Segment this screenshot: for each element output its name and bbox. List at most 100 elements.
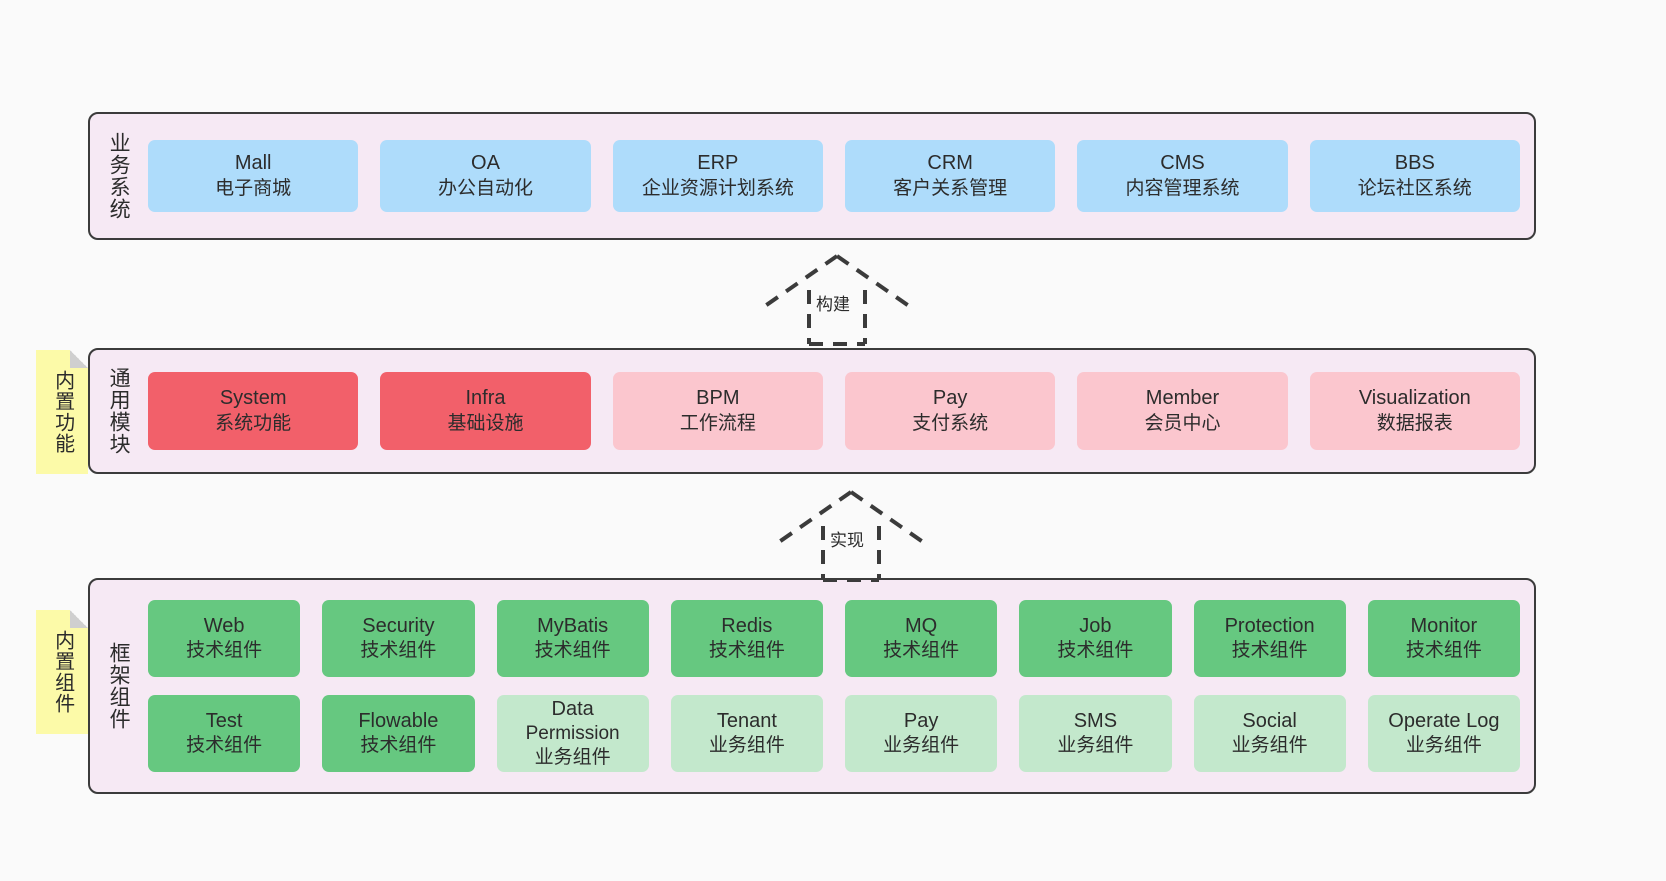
card-subtitle: 技术组件 [360,735,437,757]
card-subtitle: 业务组件 [883,735,960,757]
card-subtitle: 技术组件 [1057,640,1134,662]
card-system[interactable]: System 系统功能 [148,372,359,450]
card-monitor[interactable]: Monitor 技术组件 [1367,600,1520,677]
card-title: ERP [697,152,739,175]
card-subtitle: 支付系统 [912,412,989,434]
implement-arrow-icon [777,490,925,582]
card-title: Pay [903,709,939,732]
card-erp[interactable]: ERP 企业资源计划系统 [612,140,823,212]
modules-card-row: System 系统功能 Infra 基础设施 BPM 工作流程 Pay 支付系统… [148,372,1520,450]
card-subtitle: 业务组件 [534,747,611,769]
framework-card-row-tech: Web 技术组件 Security 技术组件 MyBatis 技术组件 Redi… [148,600,1520,677]
layer-common-modules: 通用模块 System 系统功能 Infra 基础设施 BPM 工作流程 Pay… [88,348,1536,474]
card-subtitle: 技术组件 [1405,640,1482,662]
card-subtitle: 技术组件 [708,640,785,662]
generalization-arrow-implement: 实现 [766,488,936,584]
card-bpm[interactable]: BPM 工作流程 [612,372,823,450]
card-flowable[interactable]: Flowable 技术组件 [322,695,475,772]
card-title: Social [1242,709,1297,732]
build-arrow-icon [763,254,911,346]
card-subtitle: 工作流程 [679,412,756,434]
card-job[interactable]: Job 技术组件 [1019,600,1172,677]
card-title: Flowable [358,709,439,732]
layer-title-framework: 框架组件 [107,642,131,730]
card-mybatis[interactable]: MyBatis 技术组件 [496,600,649,677]
card-title: MyBatis [537,614,609,637]
card-subtitle: 数据报表 [1376,412,1453,434]
card-bbs[interactable]: BBS 论坛社区系统 [1309,140,1520,212]
card-title: CMS [1160,152,1205,175]
layer-body-modules: System 系统功能 Infra 基础设施 BPM 工作流程 Pay 支付系统… [146,350,1534,472]
card-cms[interactable]: CMS 内容管理系统 [1077,140,1288,212]
layer-framework-components: 框架组件 Web 技术组件 Security 技术组件 MyBatis 技术组件… [88,578,1536,794]
card-redis[interactable]: Redis 技术组件 [670,600,823,677]
card-subtitle: 技术组件 [360,640,437,662]
card-mall[interactable]: Mall 电子商城 [148,140,359,212]
card-subtitle: 业务组件 [1405,735,1482,757]
card-title: BBS [1394,152,1435,175]
card-title: CRM [927,152,973,175]
card-subtitle: 技术组件 [534,640,611,662]
card-title: BPM [696,387,740,410]
card-title: Security [362,614,435,637]
card-title: Infra [465,387,506,410]
card-title: MQ [905,614,938,637]
card-subtitle: 办公自动化 [437,177,533,199]
card-security[interactable]: Security 技术组件 [322,600,475,677]
card-title: Pay [932,387,968,410]
framework-card-row-business: Test 技术组件 Flowable 技术组件 Data Permission … [148,695,1520,772]
card-subtitle: 技术组件 [1231,640,1308,662]
card-title: Tenant [716,709,777,732]
card-data-permission[interactable]: Data Permission 业务组件 [496,695,649,772]
card-oa[interactable]: OA 办公自动化 [380,140,591,212]
layer-title-business: 业务系统 [107,132,131,220]
arrow-label-build: 构建 [816,295,850,314]
card-pay-component[interactable]: Pay 业务组件 [845,695,998,772]
card-title-line2: Permission [525,723,620,745]
layer-business-systems: 业务系统 Mall 电子商城 OA 办公自动化 ERP 企业资源计划系统 CRM… [88,112,1536,240]
sticky-note-builtin-components: 内置组件 [36,610,88,734]
card-operate-log[interactable]: Operate Log 业务组件 [1367,695,1520,772]
card-title: OA [471,152,500,175]
card-subtitle: 技术组件 [186,735,263,757]
card-title: Redis [721,614,773,637]
sticky-note-builtin-functions: 内置功能 [36,350,88,474]
card-title: System [219,387,287,410]
card-title: Data [551,697,594,720]
card-subtitle: 电子商城 [215,177,292,199]
card-subtitle: 基础设施 [447,412,524,434]
sticky-label: 内置功能 [51,370,74,454]
arrow-label-implement: 实现 [830,531,864,550]
card-subtitle: 技术组件 [883,640,960,662]
card-title: Job [1079,614,1112,637]
card-visualization[interactable]: Visualization 数据报表 [1309,372,1520,450]
card-infra[interactable]: Infra 基础设施 [380,372,591,450]
card-test[interactable]: Test 技术组件 [148,695,301,772]
card-sms[interactable]: SMS 业务组件 [1019,695,1172,772]
card-title: Operate Log [1388,709,1500,732]
card-web[interactable]: Web 技术组件 [148,600,301,677]
layer-title-modules: 通用模块 [107,367,131,455]
layer-body-framework: Web 技术组件 Security 技术组件 MyBatis 技术组件 Redi… [146,580,1534,792]
business-card-row: Mall 电子商城 OA 办公自动化 ERP 企业资源计划系统 CRM 客户关系… [148,140,1520,212]
card-member[interactable]: Member 会员中心 [1077,372,1288,450]
card-title: Mall [234,152,272,175]
card-title: Test [205,709,243,732]
card-subtitle: 业务组件 [1057,735,1134,757]
card-subtitle: 客户关系管理 [893,177,1008,199]
card-crm[interactable]: CRM 客户关系管理 [844,140,1056,212]
card-subtitle: 业务组件 [1231,735,1308,757]
card-title: Protection [1224,614,1315,637]
card-title: Web [203,614,245,637]
card-subtitle: 企业资源计划系统 [641,177,794,199]
card-pay-module[interactable]: Pay 支付系统 [844,372,1056,450]
sticky-label: 内置组件 [51,630,74,714]
card-subtitle: 系统功能 [215,412,292,434]
layer-body-business: Mall 电子商城 OA 办公自动化 ERP 企业资源计划系统 CRM 客户关系… [146,114,1534,238]
card-title: Member [1145,387,1220,410]
card-social[interactable]: Social 业务组件 [1193,695,1346,772]
card-mq[interactable]: MQ 技术组件 [845,600,998,677]
card-title: Visualization [1358,387,1471,410]
card-tenant[interactable]: Tenant 业务组件 [670,695,823,772]
card-protection[interactable]: Protection 技术组件 [1193,600,1346,677]
